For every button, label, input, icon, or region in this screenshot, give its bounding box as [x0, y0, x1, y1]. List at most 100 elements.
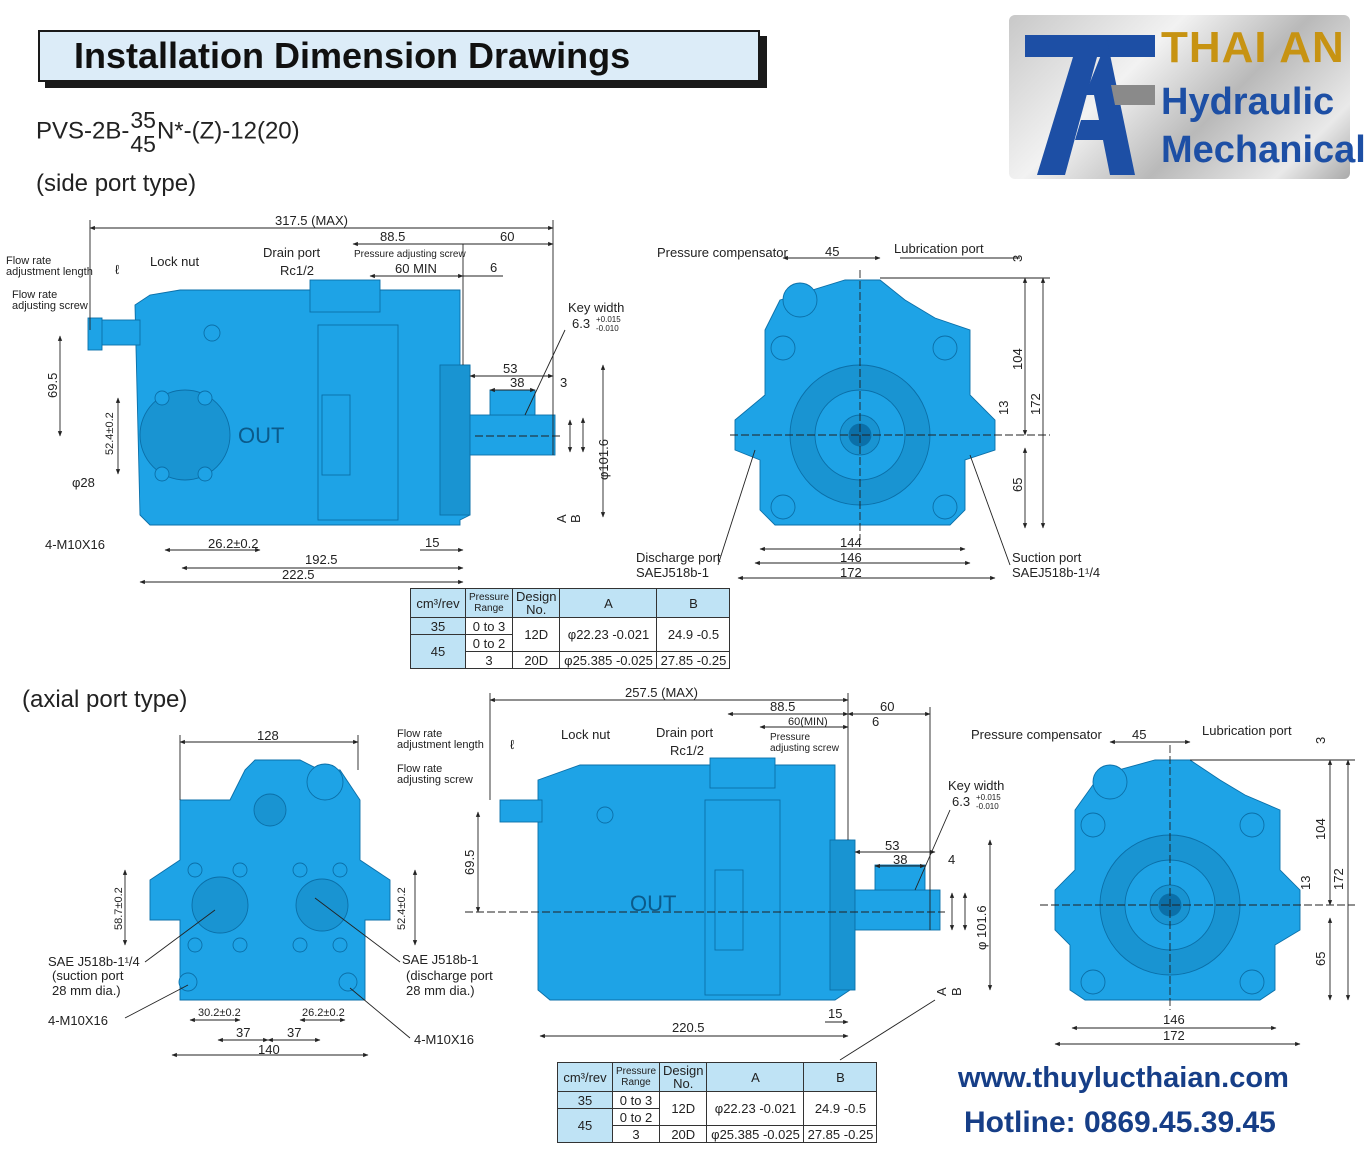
- row1-disp: 35: [410, 617, 466, 635]
- side-dim-60min: 60 MIN: [395, 261, 437, 276]
- front-suction: Suction port: [1012, 550, 1082, 565]
- side-dim-2225: 222.5: [282, 567, 315, 582]
- rear-sae-s3: 28 mm dia.): [52, 983, 121, 998]
- axial-flow-len-1: Flow rate: [397, 728, 442, 740]
- side-drain-port: Drain port: [263, 245, 320, 260]
- front-suction2: SAEJ518b-1¹/4: [1012, 565, 1100, 580]
- model-top: 35: [130, 107, 156, 133]
- axial-dim-60min: 60(MIN): [788, 716, 828, 728]
- side-view-drawing: [57, 220, 606, 585]
- th2-range: Pressure Range: [611, 1062, 661, 1092]
- axial-press-screw-2: adjusting screw: [770, 743, 840, 754]
- side-rc: Rc1/2: [280, 263, 314, 278]
- side-dim-15: 15: [425, 535, 439, 550]
- side-dim-3: 3: [560, 375, 567, 390]
- axial-label-b: B: [949, 987, 964, 996]
- spec-table-side: cm³/rev Pressure Range Design No. A B 35…: [410, 588, 731, 669]
- side-flow-screw-2: adjusting screw: [12, 300, 88, 312]
- axial-dim-4: 4: [948, 852, 955, 867]
- front-dim-172v: 172: [1028, 393, 1043, 415]
- side-dim-885: 88.5: [380, 229, 405, 244]
- side-dim-28: φ28: [72, 475, 95, 490]
- hotline: Hotline: 0869.45.39.45: [964, 1106, 1276, 1139]
- rear-sae-d2: (discharge port: [406, 968, 493, 983]
- rear-dim-37a: 37: [236, 1025, 250, 1040]
- axial-out-label: OUT: [630, 891, 676, 916]
- side-flow-len-2: adjustment length: [6, 266, 93, 278]
- side-dim-38: 38: [510, 375, 524, 390]
- logo-line3: Mechanical: [1161, 129, 1366, 171]
- side-dim-695: 69.5: [45, 373, 60, 398]
- website-link[interactable]: www.thuylucthaian.com: [958, 1062, 1289, 1094]
- model-bottom: 45: [130, 131, 156, 157]
- rear-dim-302: 30.2±0.2: [198, 1007, 241, 1019]
- row3-range: 3: [464, 651, 514, 669]
- row3b-range: 3: [611, 1125, 661, 1143]
- section-side-heading: (side port type): [36, 170, 197, 197]
- rear-sae-s1: SAE J518b-1¹/4: [48, 954, 140, 969]
- afront-dim-13: 13: [1298, 876, 1313, 890]
- axial-lock-nut: Lock nut: [561, 727, 611, 742]
- afront-dim-172v: 172: [1331, 868, 1346, 890]
- rear-dim-262: 26.2±0.2: [302, 1007, 345, 1019]
- side-out-label: OUT: [238, 423, 284, 448]
- row2b-range: 0 to 2: [611, 1108, 661, 1126]
- row1b-disp: 35: [557, 1091, 613, 1109]
- rear-dim-140: 140: [258, 1042, 280, 1057]
- side-label-b: B: [568, 514, 583, 523]
- afront-lub: Lubrication port: [1202, 723, 1292, 738]
- axial-dim-6: 6: [872, 714, 879, 729]
- rear-dim-587: 58.7±0.2: [113, 887, 125, 930]
- front-dim-144: 144: [840, 535, 862, 550]
- th-b: B: [656, 588, 731, 618]
- axial-key-tol-top: +0.015: [976, 793, 1001, 802]
- axial-dim-885: 88.5: [770, 699, 795, 714]
- side-max-length: 317.5 (MAX): [275, 213, 348, 228]
- row1-design: 12D: [512, 617, 561, 652]
- side-press-screw: Pressure adjusting screw: [354, 249, 466, 260]
- side-front-labels: Pressure compensator 45 Lubrication port…: [636, 241, 1100, 580]
- axial-drain-port: Drain port: [656, 725, 713, 740]
- axial-rear-view-drawing: [122, 735, 418, 1058]
- axial-front-labels: Pressure compensator 45 Lubrication port…: [971, 723, 1346, 1043]
- axial-press-screw-1: Pressure: [770, 732, 810, 743]
- axial-dim-53: 53: [885, 838, 899, 853]
- side-front-view-drawing: [717, 255, 1050, 581]
- rear-dim-524: 52.4±0.2: [396, 887, 408, 930]
- side-l: ℓ: [115, 262, 120, 277]
- side-m10: 4-M10X16: [45, 537, 105, 552]
- row3b-a: φ25.385 -0.025: [706, 1125, 805, 1143]
- axial-rear-labels: 128 58.7±0.2 52.4±0.2 SAE J518b-1¹/4 (su…: [48, 728, 493, 1057]
- axial-dim-38: 38: [893, 852, 907, 867]
- row1-a: φ22.23 -0.021: [559, 617, 658, 652]
- axial-rc: Rc1/2: [670, 743, 704, 758]
- axial-front-view-drawing: [1040, 739, 1355, 1047]
- row2b-disp: 45: [557, 1108, 613, 1143]
- front-dim-104: 104: [1010, 348, 1025, 370]
- th-range: Pressure Range: [464, 588, 514, 618]
- axial-flow-len-2: adjustment length: [397, 739, 484, 751]
- rear-m10a: 4-M10X16: [48, 1013, 108, 1028]
- axial-key-tol-bot: -0.010: [976, 802, 999, 811]
- axial-key-width: Key width: [948, 778, 1004, 793]
- spec-table-axial: cm³/rev Pressure Range Design No. A B 35…: [557, 1062, 878, 1143]
- title-box: Installation Dimension Drawings: [38, 30, 760, 82]
- axial-side-labels: 257.5 (MAX) 88.5 60 60(MIN) 6 Flow rate …: [397, 685, 1004, 1035]
- front-dim-172: 172: [840, 565, 862, 580]
- side-view-labels: 317.5 (MAX) 88.5 60 60 MIN 6 Flow rate a…: [6, 213, 624, 582]
- side-dim-6: 6: [490, 260, 497, 275]
- side-key-val: 6.3: [572, 316, 590, 331]
- rear-sae-d3: 28 mm dia.): [406, 983, 475, 998]
- side-flow-screw-1: Flow rate: [12, 289, 57, 301]
- front-discharge: Discharge port: [636, 550, 721, 565]
- axial-label-a: A: [934, 987, 949, 996]
- side-label-a: A: [554, 514, 569, 523]
- th2-a: A: [706, 1062, 805, 1092]
- axial-dim-15: 15: [828, 1006, 842, 1021]
- th-disp: cm³/rev: [410, 588, 466, 618]
- afront-dim-65: 65: [1313, 952, 1328, 966]
- row3-b: 27.85 -0.25: [656, 651, 731, 669]
- front-dim-13: 13: [996, 401, 1011, 415]
